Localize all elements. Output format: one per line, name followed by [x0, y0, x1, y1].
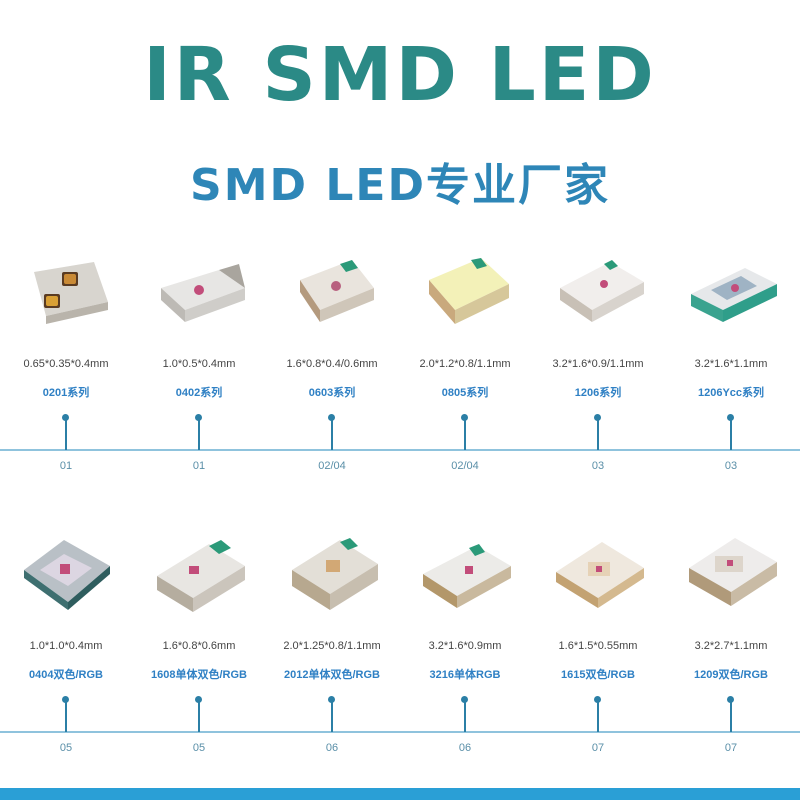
product-card: 1.0*1.0*0.4mm 0404双色/RGB 05 [0, 520, 132, 770]
group-code: 03 [591, 460, 605, 472]
series-label[interactable]: 1209双色/RGB [694, 669, 768, 681]
series-label[interactable]: 1615双色/RGB [561, 669, 635, 681]
led-1206ycc-image [691, 268, 777, 322]
series-label[interactable]: 2012单体双色/RGB [284, 669, 380, 681]
product-card: 3.2*2.7*1.1mm 1209双色/RGB 07 [665, 520, 797, 770]
timeline-stem [198, 416, 200, 450]
timeline-axis [0, 731, 800, 733]
group-code: 02/04 [318, 460, 346, 472]
series-label[interactable]: 1206系列 [574, 387, 622, 399]
group-code: 01 [59, 460, 73, 472]
dimensions-label: 3.2*1.6*0.9mm [428, 640, 502, 652]
group-code: 07 [591, 742, 605, 754]
bottom-bar [0, 788, 800, 800]
group-code: 07 [724, 742, 738, 754]
timeline-dot [62, 696, 69, 703]
timeline-stem [331, 698, 333, 732]
dimensions-label: 2.0*1.2*0.8/1.1mm [419, 358, 511, 370]
subtitle: SMD LED专业厂家 [190, 160, 610, 211]
dimensions-label: 1.6*1.5*0.55mm [558, 640, 638, 652]
product-card: 1.6*0.8*0.6mm 1608单体双色/RGB 05 [133, 520, 265, 770]
dimensions-label: 3.2*1.6*0.9/1.1mm [552, 358, 644, 370]
led-0201-image [34, 262, 108, 324]
led-2012-image [292, 538, 378, 610]
timeline-stem [730, 416, 732, 450]
led-3216-image [423, 544, 511, 608]
series-label[interactable]: 1206Ycc系列 [697, 387, 765, 399]
series-label[interactable]: 3216单体RGB [429, 669, 501, 681]
timeline-stem [331, 416, 333, 450]
series-label[interactable]: 0402系列 [175, 387, 223, 399]
group-code: 03 [724, 460, 738, 472]
group-code: 06 [458, 742, 472, 754]
product-row-1: 0.65*0.35*0.4mm 0201系列 01 1.0*0.5*0.4mm … [0, 238, 800, 488]
product-card: 2.0*1.25*0.8/1.1mm 2012单体双色/RGB 06 [266, 520, 398, 770]
led-0404-image [24, 540, 110, 610]
timeline-dot [328, 414, 335, 421]
timeline-dot [594, 414, 601, 421]
timeline-stem [65, 416, 67, 450]
led-1608-image [157, 540, 245, 612]
group-code: 01 [192, 460, 206, 472]
dimensions-label: 1.6*0.8*0.4/0.6mm [286, 358, 378, 370]
timeline-dot [594, 696, 601, 703]
product-row-2: 1.0*1.0*0.4mm 0404双色/RGB 05 1.6*0.8*0.6m… [0, 520, 800, 770]
timeline-stem [730, 698, 732, 732]
dimensions-label: 1.0*0.5*0.4mm [162, 358, 236, 370]
timeline-dot [62, 414, 69, 421]
series-label[interactable]: 0603系列 [308, 387, 356, 399]
series-label[interactable]: 0805系列 [441, 387, 489, 399]
led-0805-image [429, 258, 509, 324]
led-1206-image [560, 260, 644, 322]
timeline-stem [464, 416, 466, 450]
timeline-stem [597, 416, 599, 450]
group-code: 06 [325, 742, 339, 754]
product-card: 1.0*0.5*0.4mm 0402系列 01 [133, 238, 265, 488]
timeline-stem [464, 698, 466, 732]
product-card: 1.6*0.8*0.4/0.6mm 0603系列 02/04 [266, 238, 398, 488]
dimensions-label: 3.2*1.6*1.1mm [694, 358, 768, 370]
dimensions-label: 1.0*1.0*0.4mm [29, 640, 103, 652]
led-0603-image [300, 260, 374, 322]
timeline-stem [65, 698, 67, 732]
timeline-axis [0, 449, 800, 451]
product-card: 0.65*0.35*0.4mm 0201系列 01 [0, 238, 132, 488]
timeline-dot [195, 696, 202, 703]
product-card: 3.2*1.6*0.9/1.1mm 1206系列 03 [532, 238, 664, 488]
product-card: 3.2*1.6*0.9mm 3216单体RGB 06 [399, 520, 531, 770]
series-label[interactable]: 0201系列 [42, 387, 90, 399]
series-label[interactable]: 1608单体双色/RGB [151, 669, 247, 681]
led-1209-image [689, 538, 777, 606]
product-card: 3.2*1.6*1.1mm 1206Ycc系列 03 [665, 238, 797, 488]
timeline-dot [727, 414, 734, 421]
group-code: 05 [59, 742, 73, 754]
main-title: IR SMD LED [143, 32, 657, 118]
group-code: 05 [192, 742, 206, 754]
timeline-dot [328, 696, 335, 703]
product-card: 1.6*1.5*0.55mm 1615双色/RGB 07 [532, 520, 664, 770]
timeline-dot [727, 696, 734, 703]
dimensions-label: 2.0*1.25*0.8/1.1mm [283, 640, 381, 652]
product-card: 2.0*1.2*0.8/1.1mm 0805系列 02/04 [399, 238, 531, 488]
dimensions-label: 0.65*0.35*0.4mm [23, 358, 109, 370]
dimensions-label: 3.2*2.7*1.1mm [694, 640, 768, 652]
timeline-stem [198, 698, 200, 732]
timeline-dot [461, 414, 468, 421]
group-code: 02/04 [451, 460, 479, 472]
timeline-stem [597, 698, 599, 732]
led-0402-image [161, 264, 245, 322]
led-1615-image [556, 542, 644, 608]
timeline-dot [461, 696, 468, 703]
timeline-dot [195, 414, 202, 421]
series-label[interactable]: 0404双色/RGB [29, 669, 103, 681]
dimensions-label: 1.6*0.8*0.6mm [162, 640, 236, 652]
